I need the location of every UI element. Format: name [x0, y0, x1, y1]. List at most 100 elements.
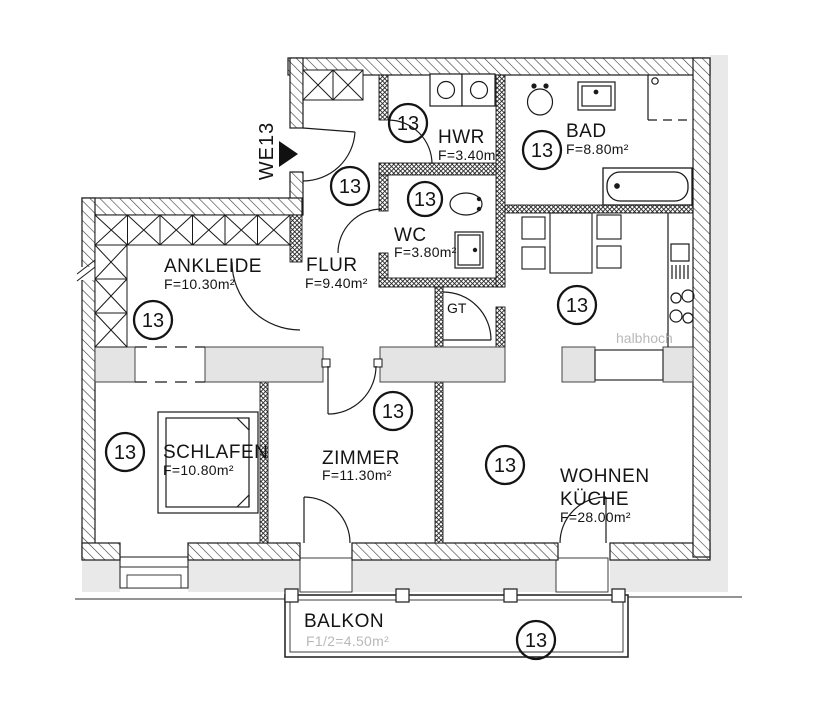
marker-schlafen: 13: [104, 431, 146, 473]
doors: [231, 119, 607, 544]
zimmer-balcony-door: [303, 496, 351, 544]
wall-ankleide-top: [81, 197, 303, 216]
balkon-name: BALKON: [304, 611, 384, 632]
wall-entry-upper: [289, 57, 304, 129]
zimmer-area: F=11.30m²: [322, 467, 392, 483]
kitchen-stove-burners: [669, 289, 695, 324]
entrance-door: [302, 127, 356, 182]
wc-sink: [449, 192, 483, 216]
bad-sink: [577, 81, 616, 111]
wall-bad-bottom: [504, 204, 694, 214]
marker-balkon: 13: [515, 619, 557, 661]
marker-kueche: 13: [556, 284, 598, 326]
door-hinge-marker: [321, 358, 331, 368]
wall-wc-bad: [495, 74, 506, 288]
marker-hall: 13: [387, 102, 429, 144]
svg-text:13: 13: [414, 189, 436, 211]
flur-name: FLUR: [306, 255, 358, 276]
gt-door: [442, 291, 492, 341]
wall-left: [81, 197, 96, 558]
hwr-area: F=3.40m²: [438, 147, 501, 163]
wall-hwr-wc: [378, 162, 506, 176]
wall-bottom-3: [351, 542, 559, 561]
wall-bottom-2: [187, 542, 301, 561]
unit-markers: 13 13 13 13 13 13 13 13: [104, 102, 598, 661]
flur-area: F=9.40m²: [305, 275, 368, 291]
marker-ankleide: 13: [132, 299, 174, 341]
hwr-name: HWR: [438, 127, 485, 148]
zimmer-name: ZIMMER: [322, 448, 400, 469]
band-segment: [561, 346, 596, 383]
kitchen-counter: [667, 213, 695, 347]
zimmer-door: [327, 365, 377, 415]
svg-text:13: 13: [339, 176, 361, 198]
balcony-post: [395, 588, 410, 603]
hall-wardrobe: [302, 69, 364, 101]
ankleide-wardrobe-left: [94, 244, 128, 348]
gt-door-tag: GT: [447, 300, 467, 316]
marker-wc: 13: [406, 180, 444, 218]
door-jamb-marker: [373, 358, 383, 368]
bad-bathtub: [602, 167, 693, 206]
marker-wohnen: 13: [484, 444, 526, 486]
dashed-opening-schlafen: [135, 346, 205, 383]
zimmer-balcony-threshold: [299, 557, 353, 593]
wohnen-balcony-door: [559, 496, 607, 544]
bad-name: BAD: [566, 121, 607, 142]
schlafen-name: SCHLAFEN: [163, 442, 268, 463]
window-bays: [119, 556, 609, 593]
wall-gt-stub: [434, 286, 444, 348]
ankleide-door: [231, 261, 301, 331]
svg-text:13: 13: [566, 295, 588, 317]
schlafen-area: F=10.80m²: [163, 462, 234, 478]
wall-hall-hwr: [378, 74, 389, 121]
wohnen-area: F=28.00m²: [560, 509, 631, 525]
band-segment: [204, 346, 324, 383]
balcony-post: [611, 588, 626, 603]
wc-name: WC: [394, 225, 427, 246]
band-segment: [94, 346, 136, 383]
wall-zimmer-wohnen: [434, 381, 444, 544]
ankleide-area: F=10.30m²: [164, 276, 235, 292]
schlafen-bed: [157, 411, 259, 514]
fixtures: [157, 73, 695, 514]
wohnen-balcony-threshold: [555, 557, 609, 593]
wc-area: F=3.80m²: [394, 244, 457, 260]
svg-text:13: 13: [494, 455, 516, 477]
wc-door: [337, 208, 383, 254]
bad-shower: [647, 75, 692, 121]
wardrobes: [94, 69, 364, 348]
balkon-area: F1/2=4.50m²: [306, 633, 389, 649]
halbhoch-annotation: halbhoch: [616, 330, 673, 346]
svg-text:13: 13: [114, 442, 136, 464]
interior-walls: [259, 74, 694, 544]
wall-bottom-1: [81, 542, 121, 561]
hwr-door: [387, 119, 433, 165]
wohnen-name-line2: KÜCHE: [560, 489, 629, 510]
band-segment: [662, 346, 694, 383]
wall-wc-left-upper: [378, 174, 389, 212]
kitchen-sink: [670, 243, 690, 262]
bad-area: F=8.80m²: [566, 141, 629, 157]
bad-toilet: [526, 83, 554, 116]
svg-text:13: 13: [525, 630, 547, 652]
wall-wc-bottom: [378, 277, 506, 288]
wohnen-name-line1: WOHNEN: [560, 466, 650, 487]
half-height-sideboard: [594, 349, 664, 381]
wall-right: [692, 57, 711, 558]
svg-text:13: 13: [531, 140, 553, 162]
marker-zimmer: 13: [372, 390, 414, 432]
half-height-band: [94, 346, 694, 383]
hwr-washer: [429, 73, 496, 107]
marker-bad: 13: [521, 129, 563, 171]
svg-text:13: 13: [382, 401, 404, 423]
svg-text:13: 13: [142, 310, 164, 332]
band-segment: [379, 346, 506, 383]
room-labels: HWR F=3.40m² BAD F=8.80m² WC F=3.80m² FL…: [163, 121, 673, 649]
marker-flur: 13: [329, 165, 371, 207]
svg-text:13: 13: [397, 113, 419, 135]
balcony-post: [503, 588, 518, 603]
ankleide-name: ANKLEIDE: [164, 256, 262, 277]
